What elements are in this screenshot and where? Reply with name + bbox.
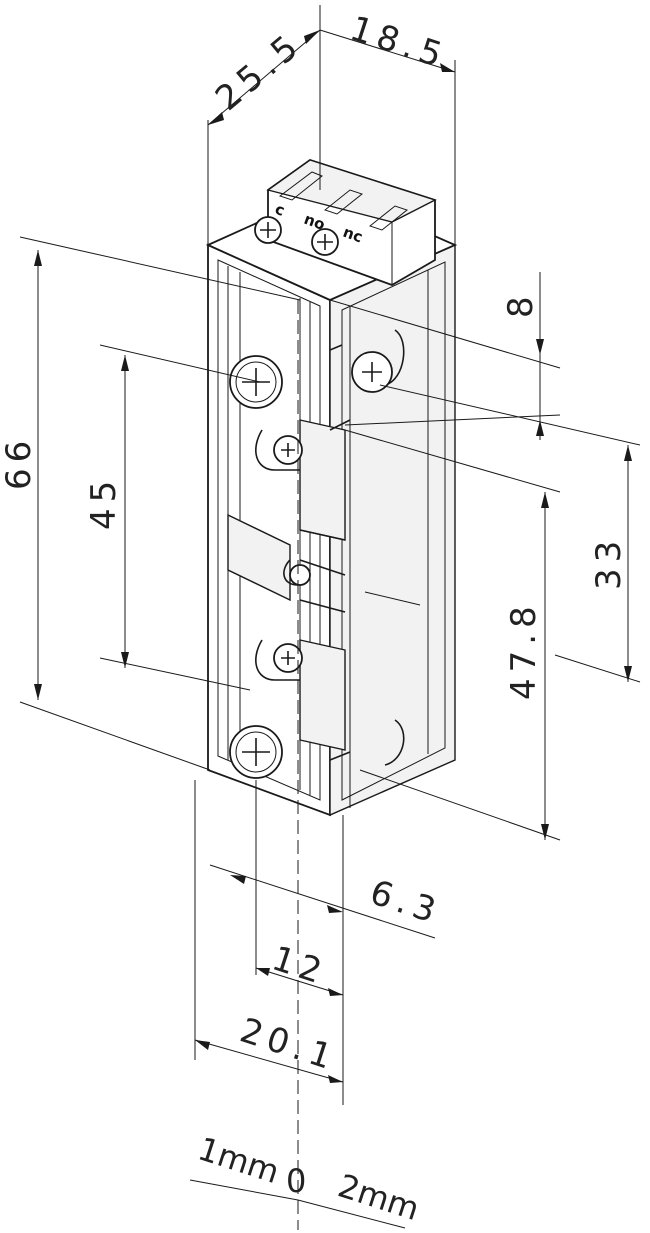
adjust-left-label: 1mm [194,1129,284,1191]
latch-screw-mid-icon [289,564,311,586]
latch-screw-top-icon [273,435,303,465]
terminal-block: c no nc [254,159,437,286]
dim-height-total: 66 [0,435,39,490]
dim-total-width: 20.1 [235,1011,342,1080]
faceplate-screw-top-icon [351,351,393,393]
dim-height-mid: 45 [84,475,124,530]
adjust-center-label: 0 [286,1162,306,1200]
mounting-screw-bottom-icon [229,725,283,779]
dim-latch-offset: 6.3 [365,873,446,933]
dim-depth: 25.5 [208,24,310,119]
dim-screw-spacing: 12 [267,939,332,994]
dimension-arrows [34,30,632,1083]
dim-latch-height: 33 [589,535,629,590]
dim-faceplate-length: 47.8 [504,600,544,700]
terminal-label-nc: nc [341,223,366,247]
dim-top-offset: 8 [501,290,541,318]
strike-body [205,189,458,817]
adjust-right-label: 2mm [334,1166,424,1228]
latch-screw-bottom-icon [273,643,303,673]
dimension-lines [19,5,641,1230]
mounting-screw-top-icon [229,355,283,409]
dim-width-top: 18.5 [345,9,452,78]
